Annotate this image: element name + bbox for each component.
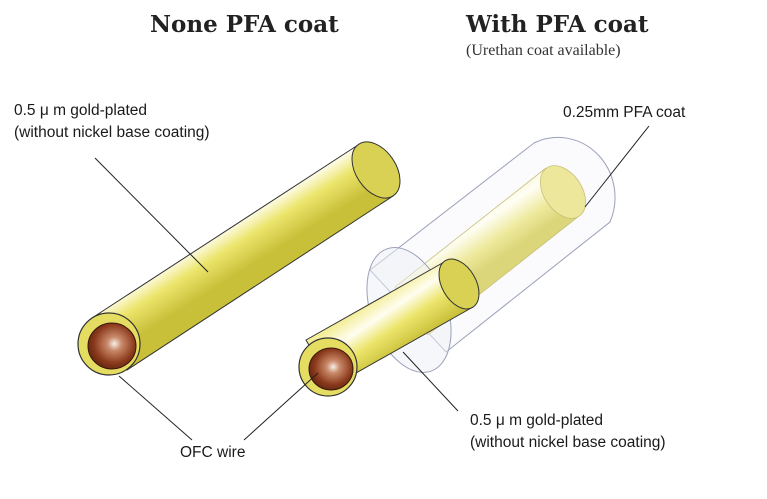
ofc-wire-label: OFC wire <box>180 444 246 461</box>
leader-left-ofc <box>118 375 193 441</box>
pfa-coat-callout: 0.25mm PFA coat <box>563 102 685 124</box>
leader-pfa-coat <box>584 125 650 208</box>
left-ofc-core <box>87 322 137 370</box>
right-panel-subheading: (Urethan coat available) <box>466 42 621 59</box>
pfa-coat-label: 0.25mm PFA coat <box>563 104 686 121</box>
right-ofc-core <box>308 347 354 391</box>
inner-wire-far-end <box>539 165 587 219</box>
left-plating-label-line2: (without nickel base coating) <box>14 124 210 141</box>
leader-right-ofc <box>243 372 319 441</box>
right-plating-label-line2: (without nickel base coating) <box>470 434 666 451</box>
left-plating-callout: 0.5 μ m gold-plated (without nickel base… <box>14 100 210 144</box>
right-plating-callout: 0.5 μ m gold-plated (without nickel base… <box>470 410 666 454</box>
right-wire <box>298 136 616 397</box>
ofc-wire-callout: OFC wire <box>180 442 245 464</box>
left-plating-label-line1: 0.5 μ m gold-plated <box>14 102 148 119</box>
right-plating-label-line1: 0.5 μ m gold-plated <box>470 412 604 429</box>
right-wire-near-end-of-coat <box>438 258 480 310</box>
leader-left-plating <box>94 157 209 273</box>
right-panel-heading: With PFA coat <box>466 11 649 38</box>
left-wire-far-end <box>351 141 401 199</box>
left-panel-heading: None PFA coat <box>150 11 339 38</box>
leader-right-plating <box>402 351 459 412</box>
left-wire <box>77 141 401 376</box>
